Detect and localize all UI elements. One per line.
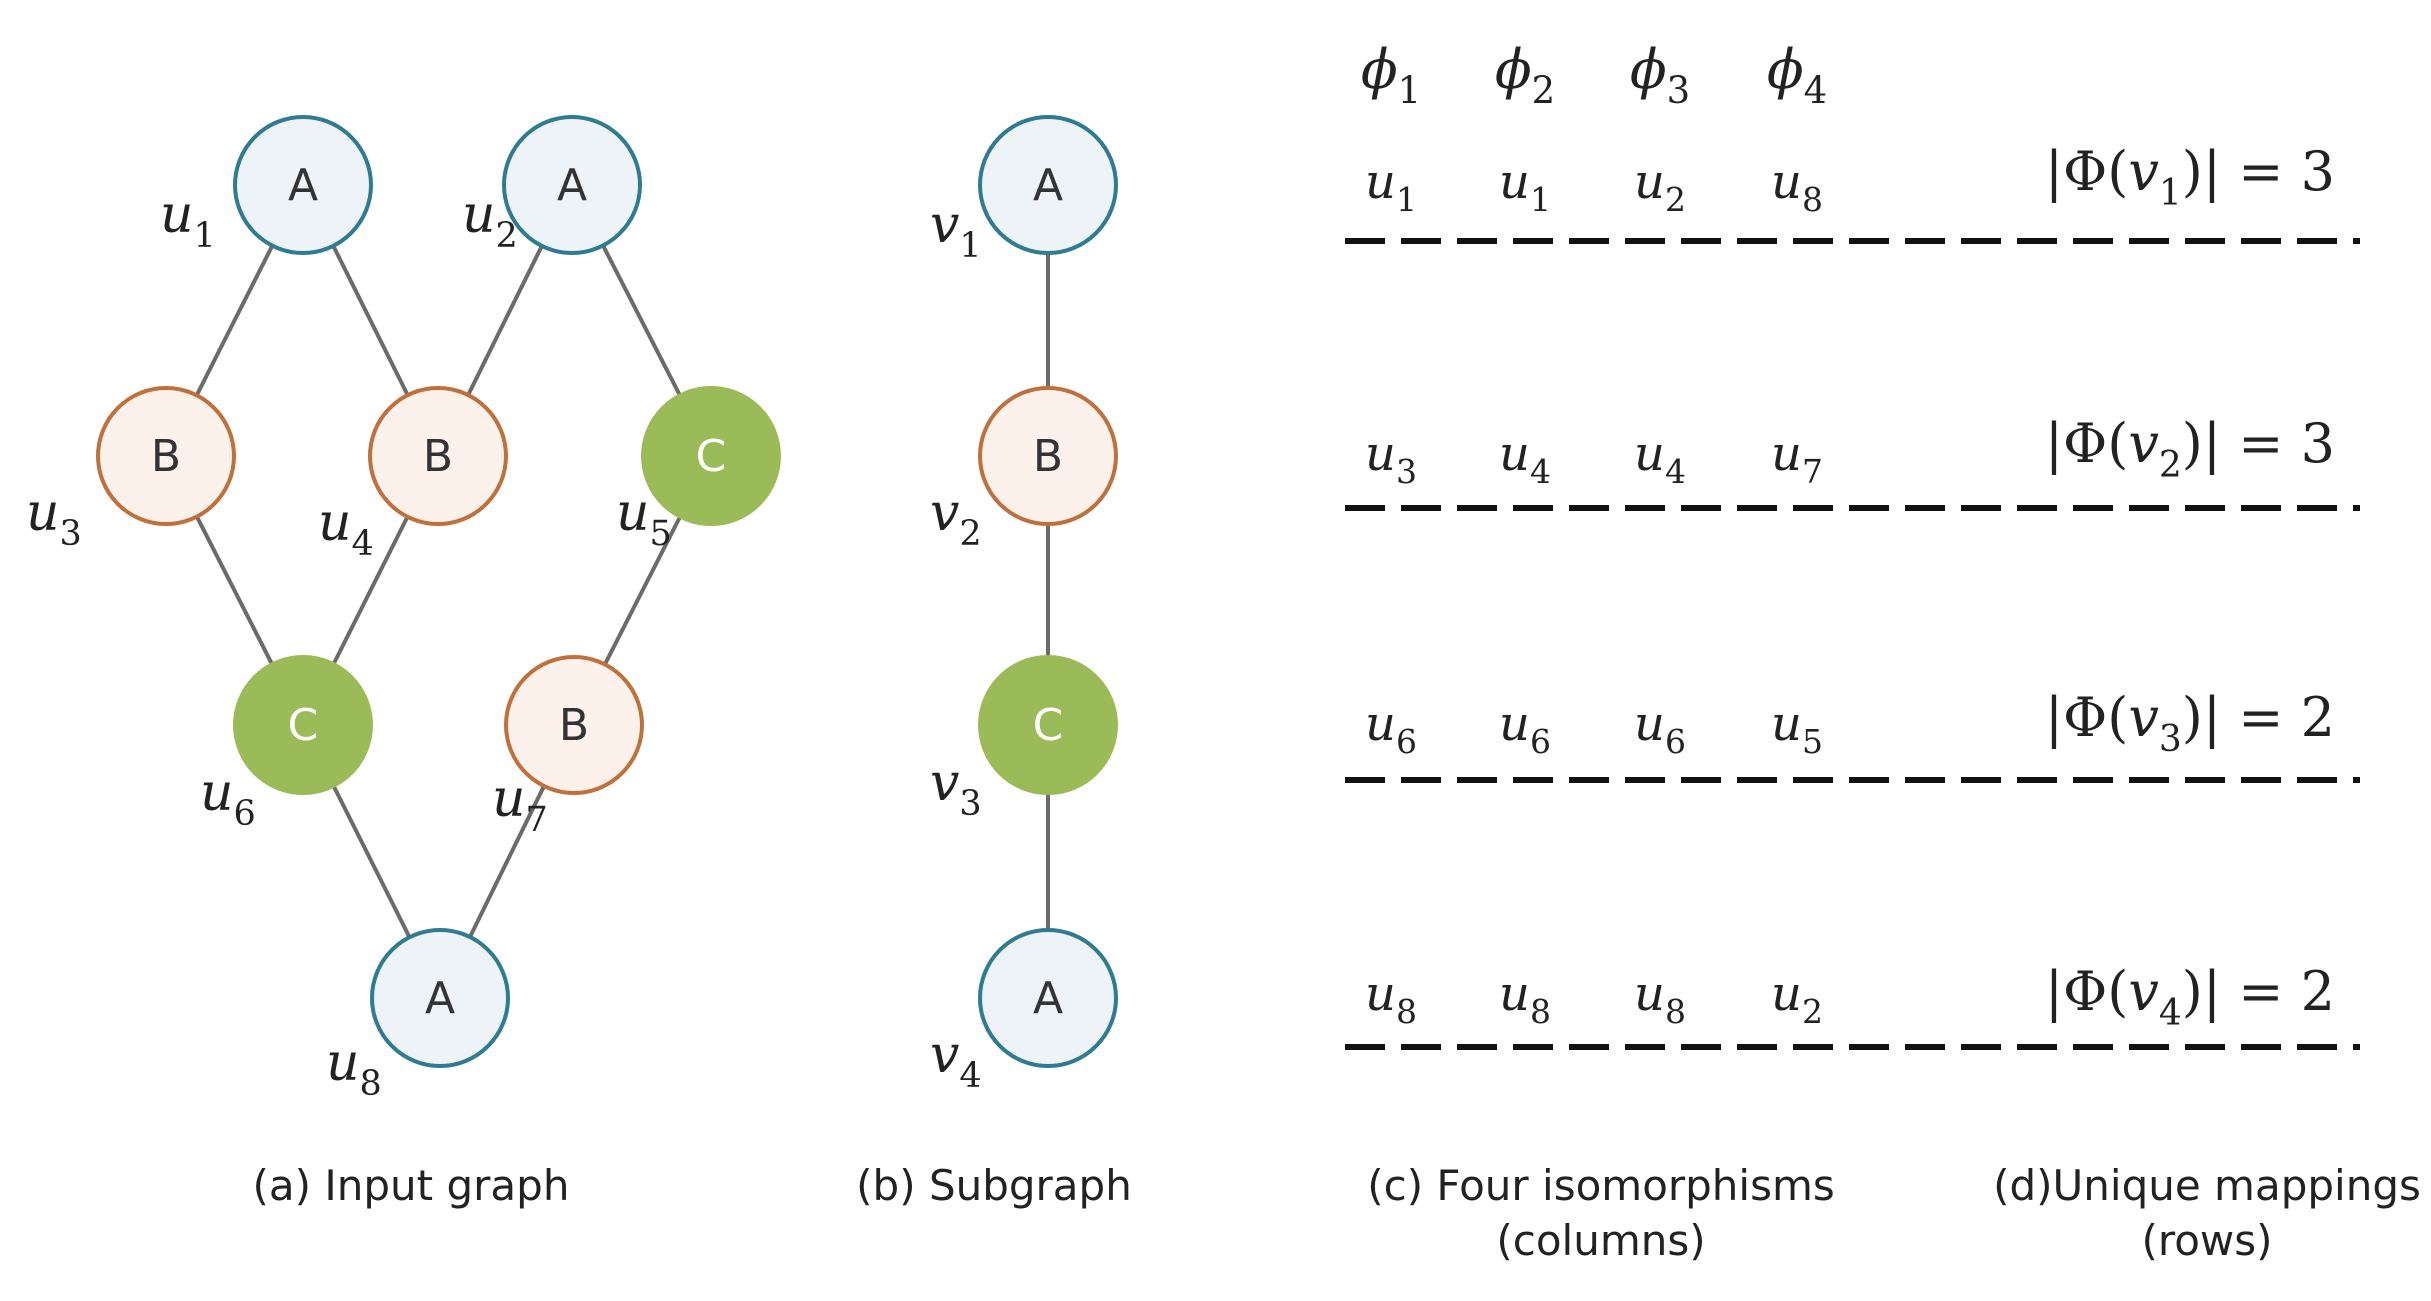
caption-unique-mappings-line2: (rows) [2141,1216,2272,1265]
node-type-label: B [423,431,453,482]
node-circle [504,655,644,795]
node-type-label: C [1033,700,1064,751]
node-u1: A [233,115,373,255]
node-var-label-u3: u3 [26,483,82,554]
node-u4: B [368,386,508,526]
unique-mappings: |Φ(v1)| = 3 |Φ(v2)| = 3 |Φ(v3)| = 2 |Φ(v4)|… [1345,140,2360,1050]
node-u2: A [502,115,642,255]
node-circle [978,928,1118,1068]
node-type-label: C [288,700,319,751]
edge-u6-u8 [331,784,412,939]
node-var-labels: u1 u2 u3 u4 u5 u6 u7 u8 v1 v2 v3 v4 [26,185,982,1104]
node-type-label: B [151,431,181,482]
mapping-cell-r1-c1: u1 [1365,154,1417,219]
isomorphism-header-1: ϕ1 [1361,38,1421,112]
isomorphism-header-4: ϕ4 [1767,38,1827,112]
mapping-cell-r2-c3: u4 [1634,426,1686,491]
node-var-label-v3: v3 [930,753,982,824]
node-circle [368,386,508,526]
mapping-cell-r4-c4: u2 [1771,966,1823,1031]
mapping-cell-r3-c1: u6 [1365,696,1417,761]
mapping-cell-r4-c2: u8 [1499,966,1551,1031]
node-type-label: B [1033,431,1063,482]
node-circle [641,386,781,526]
caption-input-graph: (a) Input graph [253,1161,570,1210]
node-var-label-v4: v4 [930,1025,982,1096]
edge-u2-u5 [601,244,682,397]
node-circle [978,655,1118,795]
mapping-cell-r3-c4: u5 [1771,696,1823,761]
mapping-cell-r4-c3: u8 [1634,966,1686,1031]
node-type-label: A [425,973,455,1024]
node-var-label-u8: u8 [326,1033,382,1104]
node-circle [978,115,1118,255]
node-var-label-u7: u7 [492,769,548,840]
node-u6: C [233,655,373,795]
edge-u1-u3 [194,244,275,397]
edge-u4-u6 [331,515,410,666]
edge-u3-u6 [195,515,274,666]
node-type-label: C [696,431,727,482]
unique-mapping-count-1: |Φ(v1)| = 3 [2045,140,2335,214]
node-var-label-u5: u5 [616,483,672,554]
edge-u2-u4 [466,245,544,396]
edge-u1-u4 [331,244,410,397]
caption-unique-mappings-line1: (d)Unique mappings [1993,1161,2421,1210]
node-var-label-u6: u6 [200,763,256,834]
node-u5: C [641,386,781,526]
node-v4: A [978,928,1118,1068]
node-v1: A [978,115,1118,255]
caption-isomorphisms-line1: (c) Four isomorphisms [1367,1161,1835,1210]
node-var-label-u1: u1 [160,185,216,256]
unique-mapping-count-3: |Φ(v3)| = 2 [2045,686,2335,760]
edge-u7-u8 [468,785,546,938]
isomorphism-header-2: ϕ2 [1495,38,1555,112]
mapping-cell-r4-c1: u8 [1365,966,1417,1031]
node-u3: B [96,386,236,526]
isomorphism-header-3: ϕ3 [1630,38,1690,112]
unique-mapping-count-2: |Φ(v2)| = 3 [2045,412,2335,486]
caption-subgraph: (b) Subgraph [856,1161,1132,1210]
node-var-label-u4: u4 [318,493,374,564]
node-type-label: B [559,700,589,751]
node-circle [233,115,373,255]
node-v3: C [978,655,1118,795]
edge-u5-u7 [603,515,682,666]
node-circle [978,386,1118,526]
mapping-cell-r3-c3: u6 [1634,696,1686,761]
mapping-cell-r2-c1: u3 [1365,426,1417,491]
node-var-label-v1: v1 [930,195,982,266]
node-type-label: A [557,160,587,211]
node-type-label: A [1033,973,1063,1024]
node-v2: B [978,386,1118,526]
unique-mapping-count-4: |Φ(v4)| = 2 [2045,960,2335,1034]
mapping-cell-r2-c4: u7 [1771,426,1823,491]
node-u8: A [370,928,510,1068]
isomorphism-table: ϕ1 ϕ2 ϕ3 ϕ4 u1 u1 u2 u8 u3 u4 u4 u7 u6 u6 u6 u5 u8 u8 u8 u2 [1361,38,1827,1031]
node-circle [96,386,236,526]
mapping-cell-r2-c2: u4 [1499,426,1551,491]
nodes-layer: A A B B C C B A A B C A [96,115,1118,1068]
mapping-cell-r3-c2: u6 [1499,696,1551,761]
node-circle [370,928,510,1068]
mapping-cell-r1-c4: u8 [1771,154,1823,219]
node-var-label-u2: u2 [462,185,518,256]
node-u7: B [504,655,644,795]
caption-isomorphisms-line2: (columns) [1496,1216,1705,1265]
node-circle [502,115,642,255]
node-circle [233,655,373,795]
node-type-label: A [288,160,318,211]
node-var-label-v2: v2 [930,483,982,554]
node-type-label: A [1033,160,1063,211]
mapping-cell-r1-c2: u1 [1499,154,1551,219]
edges-layer [194,244,1050,939]
mapping-cell-r1-c3: u2 [1634,154,1686,219]
